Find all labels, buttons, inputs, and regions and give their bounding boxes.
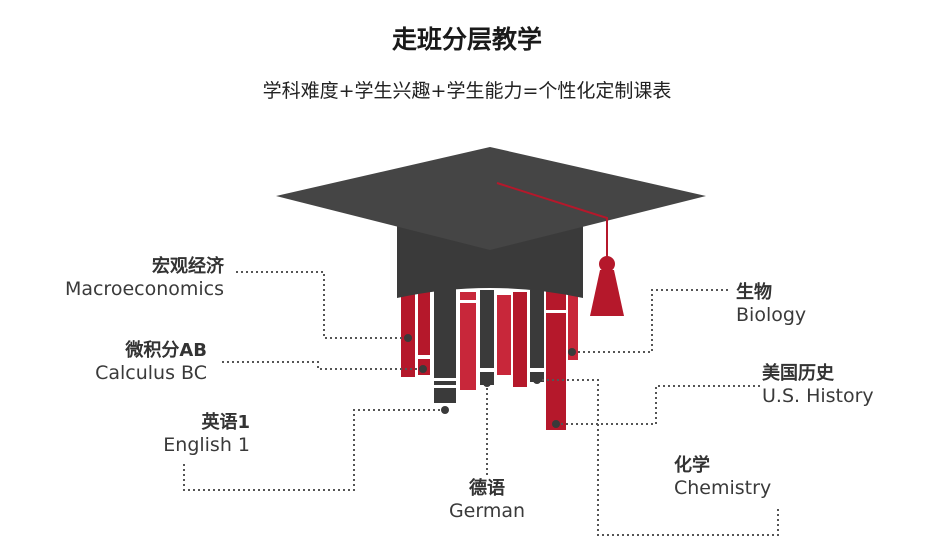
connector-dot: [483, 379, 491, 387]
label-zh: 德语: [469, 478, 505, 499]
ribbon-stripe: [546, 310, 566, 313]
connector-macro: [236, 271, 408, 339]
ribbon-stripe: [530, 368, 544, 372]
connector-dot: [552, 420, 560, 428]
label-zh: 美国历史: [762, 363, 834, 384]
connector-dot: [441, 406, 449, 414]
ribbon-stripe: [434, 385, 456, 388]
label-calculus: 微积分AB Calculus BC: [95, 340, 207, 384]
label-german: 德语 German: [437, 478, 537, 522]
label-chemistry: 化学 Chemistry: [674, 455, 771, 499]
connector-dot: [568, 348, 576, 356]
label-biology: 生物 Biology: [736, 282, 806, 326]
label-en: U.S. History: [762, 384, 874, 407]
ribbon-strip: [401, 285, 415, 377]
ribbon-strip: [530, 290, 544, 382]
label-en: Macroeconomics: [64, 277, 224, 300]
ribbon-strip: [418, 285, 430, 375]
label-en: Biology: [736, 303, 807, 326]
connector-chem: [537, 379, 779, 536]
label-en: English 1: [163, 433, 250, 456]
label-en: Calculus BC: [95, 361, 207, 384]
cap-board: [276, 147, 706, 250]
label-en: German: [448, 499, 526, 522]
ribbon-strip: [460, 292, 476, 390]
ribbon-strip: [480, 290, 494, 385]
label-us-history: 美国历史 U.S. History: [762, 363, 874, 407]
ribbon-strip: [546, 290, 566, 430]
ribbon-stripe: [434, 378, 456, 381]
label-zh: 宏观经济: [152, 256, 224, 277]
ribbon-strip: [497, 295, 511, 375]
page-subtitle: 学科难度+学生兴趣+学生能力=个性化定制课表: [262, 80, 672, 102]
label-zh: 英语1: [201, 412, 250, 433]
label-zh: 生物: [736, 282, 772, 303]
connector-dots: [404, 334, 576, 428]
connector-calc: [222, 361, 423, 370]
tassel-knot: [599, 256, 615, 272]
ribbon-stripe: [418, 355, 430, 359]
tassel: [590, 270, 624, 316]
label-zh: 微积分AB: [125, 340, 207, 361]
connector-dot: [419, 365, 427, 373]
tassel-cord: [496, 182, 608, 262]
connector-lines: [183, 271, 779, 536]
connector-english: [183, 409, 445, 491]
connector-ushistory: [556, 385, 760, 425]
label-macroeconomics: 宏观经济 Macroeconomics: [65, 256, 224, 300]
label-en: Chemistry: [674, 476, 772, 499]
ribbon-stripe: [480, 368, 494, 372]
label-english: 英语1 English 1: [163, 412, 250, 456]
ribbon-strips: [401, 285, 578, 430]
ribbon-strip: [568, 290, 578, 360]
ribbon-strip: [434, 285, 456, 403]
connector-dot: [533, 376, 541, 384]
connector-bio: [572, 289, 728, 353]
label-zh: 化学: [674, 455, 710, 476]
ribbon-strip: [513, 292, 527, 387]
connector-dot: [404, 334, 412, 342]
page-title: 走班分层教学: [391, 25, 542, 54]
ribbon-stripe: [460, 300, 476, 303]
cap-base: [397, 222, 583, 298]
